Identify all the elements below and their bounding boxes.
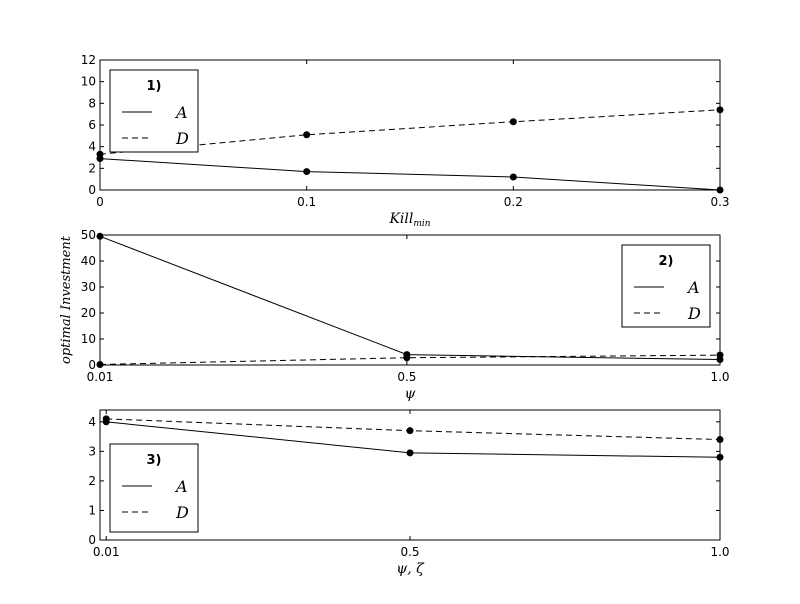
y-tick-label: 6: [88, 118, 96, 132]
x-tick-label: 1.0: [710, 545, 729, 559]
data-point-D: [403, 354, 411, 362]
y-tick-label: 2: [88, 474, 96, 488]
data-point-D: [716, 106, 724, 114]
series-line-A: [99, 158, 721, 191]
plot-frame: [99, 234, 721, 366]
legend-box: [109, 443, 199, 533]
y-tick-label: 10: [81, 332, 96, 346]
data-point-D: [96, 150, 104, 158]
data-point-D: [102, 415, 110, 423]
x-axis-label: ψ, ζ: [396, 561, 425, 577]
y-tick-label: 0: [88, 183, 96, 197]
legend-label-D: D: [687, 304, 701, 323]
y-tick-label: 30: [81, 280, 96, 294]
y-tick-label: 8: [88, 96, 96, 110]
legend: 3) AD: [109, 443, 199, 533]
data-point-A: [509, 173, 517, 181]
y-tick-label: 50: [81, 228, 96, 242]
legend-label-D: D: [175, 129, 189, 148]
y-tick-label: 4: [88, 415, 96, 429]
legend-title: 1): [147, 79, 162, 94]
x-tick-label: 0.01: [87, 370, 114, 384]
y-tick-label: 1: [88, 503, 96, 517]
series-line-D: [99, 354, 721, 365]
data-point-D: [406, 427, 414, 435]
y-tick-label: 40: [81, 254, 96, 268]
data-point-A: [96, 232, 104, 240]
y-tick-label: 0: [88, 358, 96, 372]
x-axis-label: ψ: [405, 386, 417, 402]
y-tick-label: 0: [88, 533, 96, 547]
x-axis-label-subscript: min: [413, 219, 430, 229]
x-tick-label: 0.5: [397, 370, 416, 384]
y-tick-label: 10: [81, 75, 96, 89]
y-tick-label: 2: [88, 161, 96, 175]
data-point-A: [303, 168, 311, 176]
y-tick-label: 20: [81, 306, 96, 320]
x-axis-label: Killmin: [388, 211, 430, 229]
data-point-A: [716, 186, 724, 194]
legend-label-A: A: [174, 103, 188, 122]
y-tick-label: 12: [81, 53, 96, 67]
x-tick-label: 0: [96, 195, 104, 209]
data-point-D: [716, 351, 724, 359]
legend-label-A: A: [686, 278, 700, 297]
legend: 2) AD: [621, 244, 711, 328]
legend-label-D: D: [175, 503, 189, 522]
data-point-A: [716, 453, 724, 461]
y-tick-label: 3: [88, 444, 96, 458]
x-tick-label: 0.3: [710, 195, 729, 209]
legend-label-A: A: [174, 477, 188, 496]
data-point-D: [509, 118, 517, 126]
legend-title: 2): [659, 254, 674, 269]
data-point-D: [716, 436, 724, 444]
x-tick-label: 0.2: [504, 195, 523, 209]
data-point-D: [303, 131, 311, 139]
data-point-A: [406, 449, 414, 457]
data-point-D: [96, 360, 104, 368]
chart-2: 0 10 20 30 40 50 0.01 0.5 1.0 ψ 2) AD: [81, 228, 730, 402]
series-line-D: [99, 109, 721, 155]
x-tick-label: 1.0: [710, 370, 729, 384]
shared-y-axis-label: optimal Investment: [59, 235, 74, 364]
chart-3: 0 1 2 3 4 0.01 0.5 1.0 ψ, ζ 3) AD: [88, 409, 730, 577]
legend-title: 3): [147, 453, 162, 468]
x-tick-label: 0.5: [400, 545, 419, 559]
x-tick-label: 0.1: [297, 195, 316, 209]
x-tick-label: 0.01: [93, 545, 120, 559]
legend: 1) AD: [109, 69, 199, 153]
y-tick-label: 4: [88, 140, 96, 154]
